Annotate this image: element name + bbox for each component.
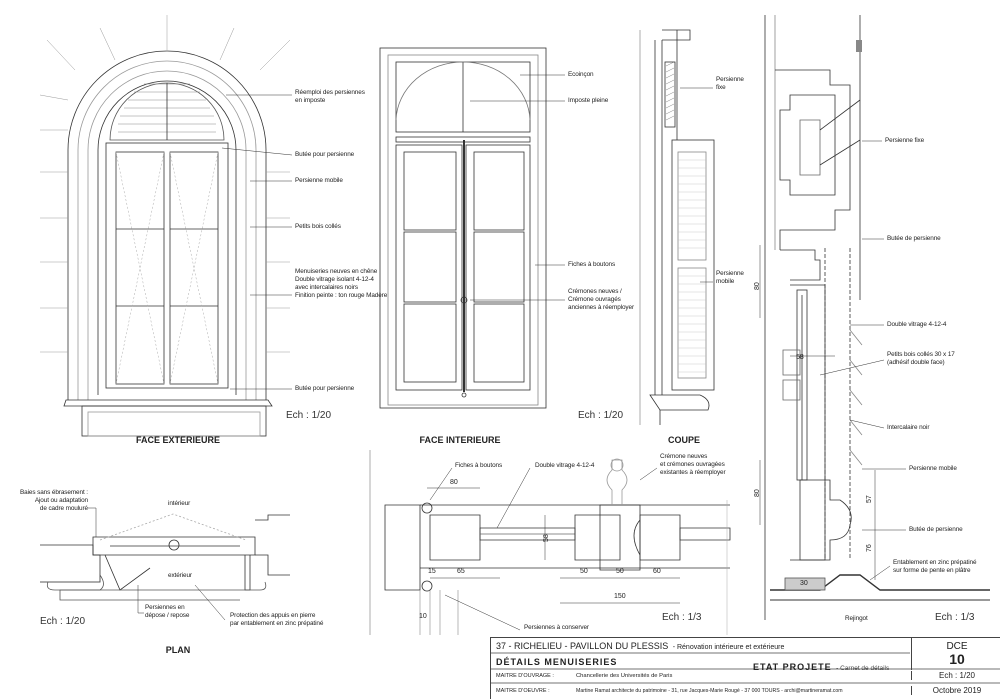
state-suffix: - Carnet de détails [836,665,890,672]
scale-plan: Ech : 1/20 [40,616,86,627]
dim-50b: 50 [616,568,624,575]
title-face-interieure: FACE INTERIEURE [419,435,501,445]
note-baies-2: Ajout ou adaptation [34,497,88,504]
note-persienne-mobile: Persienne [716,270,744,277]
note-menuiseries-2: Double vitrage isolant 4-12-4 [295,276,374,283]
note-imposte: Imposte pleine [568,97,609,104]
note-reemploi: Réemploi des persiennes [295,89,365,96]
dim-80: 80 [450,479,458,486]
note-persiennes-conserver: Persiennes à conserver [524,624,589,631]
dim-80a: 80 [754,282,761,290]
scale-face-exterieure: Ech : 1/20 [286,410,332,421]
note-protection-1: Protection des appuis en pierre [230,612,316,619]
note-reemploi-2: en imposte [295,97,326,104]
title-block-lines [490,652,1000,684]
note-cremone-3: existantes à réemployer [660,469,726,476]
note-persienne-fixe-2: fixe [716,84,726,91]
note-rejingot: Rejingot [845,615,868,622]
note-butee-1: Butée de persienne [887,235,941,242]
note-cremone-2: et crémones ouvragées [660,461,725,468]
dim-60: 60 [653,568,661,575]
sheet-state: ETAT PROJETE - Carnet de détails [753,657,889,675]
scale-face-interieure: Ech : 1/20 [578,410,624,421]
label-interieur: intérieur [168,500,191,507]
note-persienne-mobile: Persienne mobile [909,465,957,472]
dim-76: 76 [866,544,873,552]
note-petits-bois-1: Petits bois collés 30 x 17 [887,351,955,358]
scale-plan-detail: Ech : 1/3 [662,612,702,623]
note-menuiseries-1: Menuiseries neuves en chêne [295,268,378,275]
sheet-id: DCE 10 [911,638,1000,670]
title-plan: PLAN [165,645,191,655]
note-petits-bois: Petits bois collés [295,223,341,230]
dim-50a: 50 [580,568,588,575]
note-fiches: Fiches à boutons [455,462,503,469]
dim-58: 58 [796,354,804,361]
sheet-scale: Ech : 1/20 [911,671,1000,680]
interior-elevation [379,47,565,409]
note-cremones-3: anciennes à réemployer [568,304,635,311]
scale-coupe-detail: Ech : 1/3 [935,612,975,623]
sheet-number: 10 [949,651,965,667]
exterior-elevation [39,15,293,437]
title-coupe: COUPE [667,435,701,445]
dim-30: 30 [800,580,808,587]
note-butee-2: Butée de persienne [909,526,963,533]
note-fiches: Fiches à boutons [568,261,616,268]
note-menuiseries-3: avec intercalaires noirs [295,284,358,291]
dim-58: 58 [543,534,550,542]
note-persienne-mobile: Persienne mobile [295,177,343,184]
note-double-vitrage: Double vitrage 4-12-4 [887,321,947,328]
section-elevation [639,29,715,425]
project-title: 37 - RICHELIEU - PAVILLON DU PLESSIS [496,641,669,651]
note-persiennes-1: Persiennes en [145,604,185,611]
dim-65: 65 [457,568,465,575]
dim-150: 150 [614,593,626,600]
phase: DCE [946,641,968,652]
owner-name: Chancellerie des Universités de Paris [576,673,673,679]
note-butee-bottom: Butée pour persienne [295,385,355,392]
note-persienne-fixe: Persienne fixe [885,137,925,144]
dim-57: 57 [866,495,873,503]
vertical-section-detail [759,15,990,620]
title-face-exterieure: FACE EXTERIEURE [135,435,221,445]
dim-10: 10 [419,613,427,620]
note-persienne-mobile-2: mobile [716,278,735,285]
plan-drawing [40,507,290,621]
note-butee-top: Butée pour persienne [295,151,355,158]
label-exterieur: extérieur [168,572,192,579]
note-protection-2: par entablement en zinc prépatiné [230,620,324,627]
architect-label: MAITRE D'OEUVRE : [496,688,550,694]
note-petits-bois-2: (adhésif double face) [887,359,945,366]
horizontal-section-detail [369,450,731,635]
note-persienne-fixe: Persienne [716,76,744,83]
title-block: 37 - RICHELIEU - PAVILLON DU PLESSIS - R… [490,637,1000,699]
note-baies-1: Baies sans ébrasement : [19,489,88,496]
note-cremones-1: Crémones neuves / [568,288,622,295]
architect-details: Martine Ramat architecte du patrimoine -… [576,688,843,694]
note-entablement-2: sur forme de pente en plâtre [893,567,971,574]
dim-80b: 80 [754,489,761,497]
note-entablement-1: Entablement en zinc prépatiné [893,559,977,566]
project-subtitle: Rénovation intérieure et extérieure [676,644,785,651]
project-name: 37 - RICHELIEU - PAVILLON DU PLESSIS - R… [496,641,785,651]
note-double-vitrage: Double vitrage 4-12-4 [535,462,595,469]
note-menuiseries-4: Finition peinte : ton rouge Madère [295,292,388,299]
state-label: ETAT PROJETE [753,662,832,672]
note-cremone-1: Crémone neuves [660,453,708,460]
note-ecoincon: Ecoinçon [568,71,594,78]
owner-label: MAITRE D'OUVRAGE : [496,673,554,679]
note-cremones-2: Crémone ouvragés [568,296,621,303]
note-baies-3: de cadre mouluré [39,505,88,512]
dim-15: 15 [428,568,436,575]
sheet-date: Octobre 2019 [911,686,1000,695]
note-intercalaire: Intercalaire noir [887,424,930,431]
note-persiennes-2: dépose / repose [145,612,190,619]
sheet-title: DÉTAILS MENUISERIES [496,657,618,667]
